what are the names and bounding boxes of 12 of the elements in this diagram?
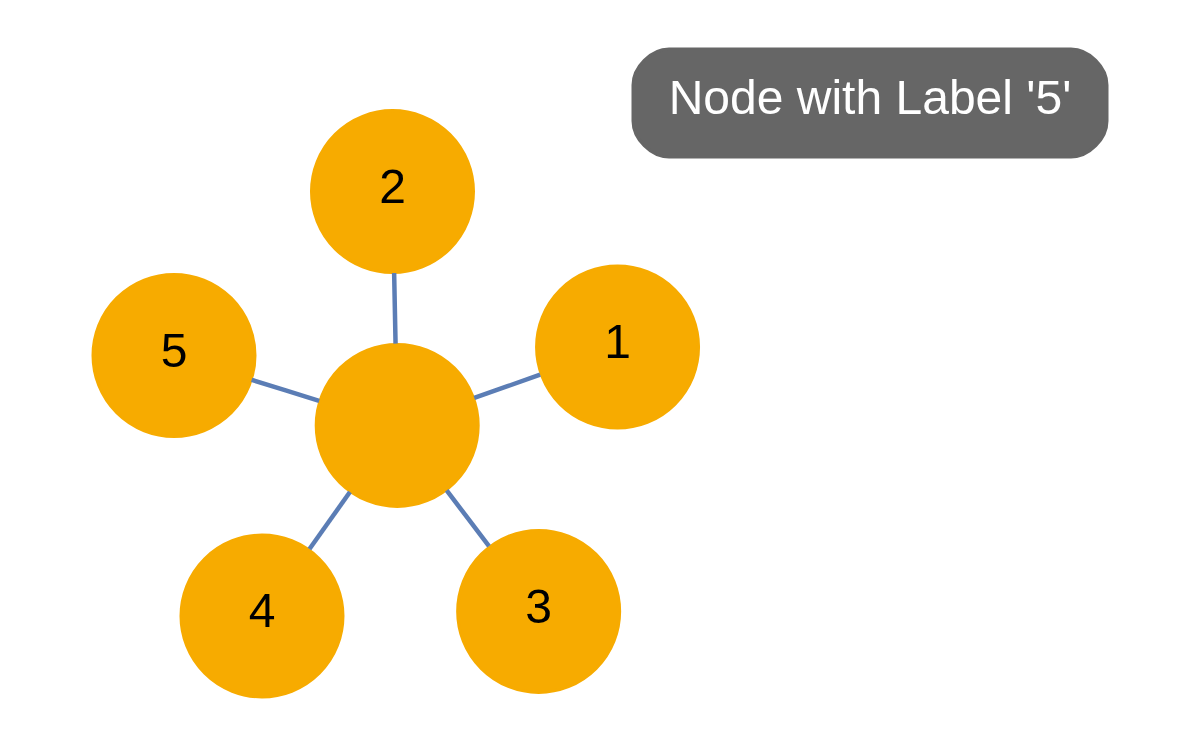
- node-circle: 1: [535, 264, 701, 430]
- connector: [444, 488, 491, 547]
- node-circle: 4: [179, 533, 345, 698]
- node-box: Node with Label '5': [631, 47, 1109, 158]
- connector: [307, 490, 352, 550]
- node-circle: 5: [91, 272, 257, 438]
- node-circle: [314, 342, 480, 508]
- node-circle: 3: [456, 528, 622, 694]
- connector: [391, 272, 398, 344]
- connector: [473, 371, 541, 400]
- connector: [250, 377, 320, 403]
- node-circle: 2: [310, 108, 475, 274]
